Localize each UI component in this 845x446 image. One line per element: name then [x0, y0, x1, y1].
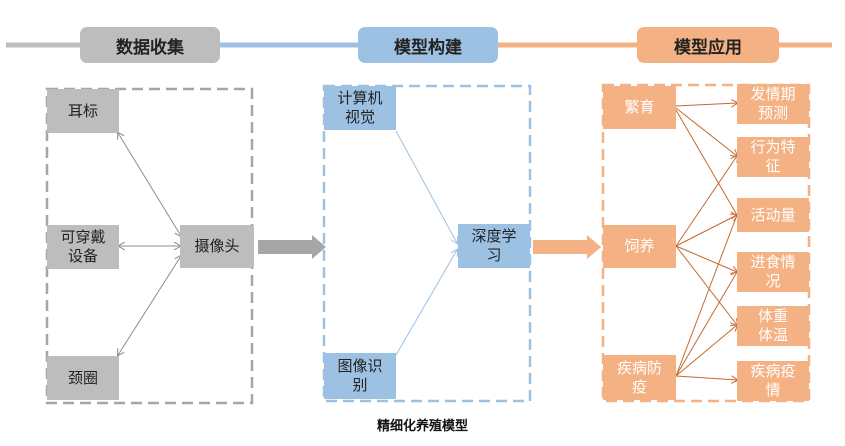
node-disease-prevention: 疾病防 疫	[603, 355, 676, 400]
node-ear-tag: 耳标	[47, 89, 119, 133]
link-cv-dl	[395, 130, 457, 243]
arrow-build-to-apply	[533, 235, 601, 259]
node-intake: 进食情 况	[737, 252, 809, 292]
stage-header-apply: 模型应用	[637, 27, 779, 63]
node-weight-temperature: 体重 体温	[737, 306, 809, 346]
node-camera: 摄像头	[180, 225, 254, 268]
stage-header-build: 模型构建	[358, 27, 498, 63]
node-behavior-features: 行为特 征	[737, 137, 809, 177]
node-computer-vision: 计算机 视觉	[324, 86, 396, 130]
frame-build	[322, 84, 532, 403]
node-deep-learning: 深度学 习	[458, 224, 530, 268]
diagram-caption: 精细化养殖模型	[376, 419, 468, 434]
node-estrus-prediction: 发情期 预测	[737, 84, 809, 124]
link-camera-collar	[118, 256, 181, 355]
link-camera-eartag	[118, 133, 181, 236]
node-epidemic: 疾病疫 情	[737, 361, 809, 401]
apply-links	[675, 103, 737, 380]
node-feeding: 饲养	[603, 225, 676, 268]
link-ir-dl	[395, 250, 457, 356]
stage-header-collect: 数据收集	[80, 27, 220, 63]
arrow-collect-to-build	[258, 235, 326, 259]
node-image-recognition: 图像识 别	[324, 353, 396, 399]
node-wearable-device: 可穿戴 设备	[47, 225, 119, 269]
node-collar: 颈圈	[47, 356, 119, 400]
node-activity: 活动量	[737, 198, 809, 232]
node-breeding: 繁育	[603, 86, 676, 129]
